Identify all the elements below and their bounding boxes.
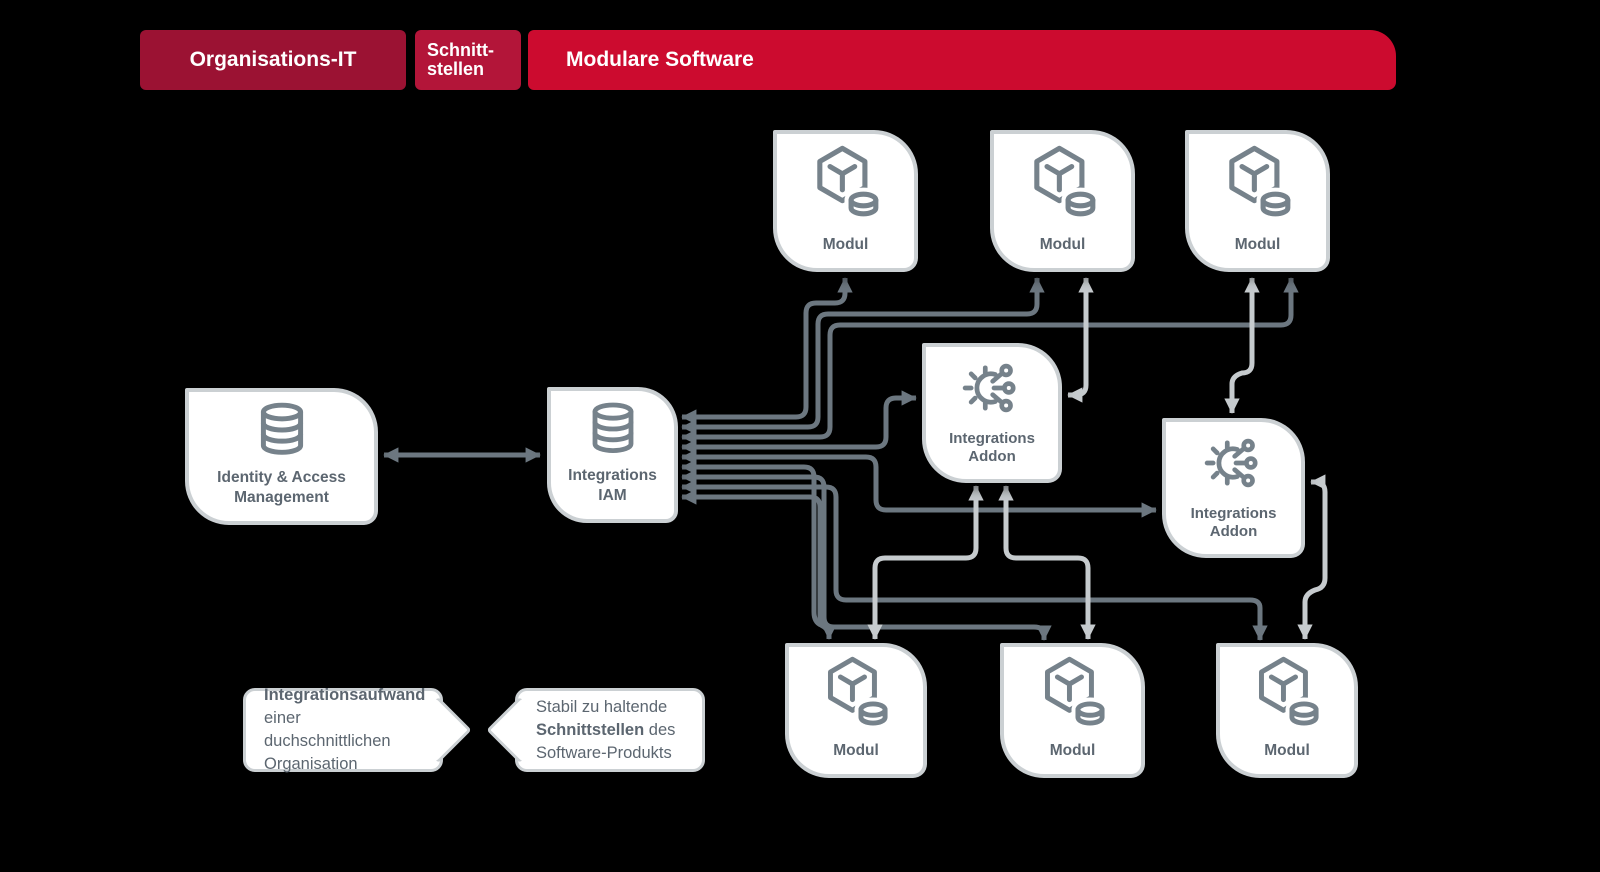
legend-line1: Integrationsaufwand xyxy=(264,686,426,704)
header-label: Organisations-IT xyxy=(189,47,357,71)
node-modul-top-3: Modul xyxy=(1185,130,1330,272)
module-icon xyxy=(994,134,1131,235)
module-icon xyxy=(789,647,923,741)
node-label-text: Modul xyxy=(1049,741,1096,759)
node-modul-bottom-1: Modul xyxy=(785,643,927,778)
node-label: Modul xyxy=(1040,235,1086,254)
node-label-text: Modul xyxy=(1039,235,1086,253)
module-icon xyxy=(777,134,914,235)
node-label: Modul xyxy=(1264,741,1310,760)
integration-icon xyxy=(926,347,1058,430)
integration-icon xyxy=(1166,422,1301,505)
legend-line1: Stabil zu haltende xyxy=(536,697,668,716)
connector-addon-right-modul-bottom-3 xyxy=(1297,474,1328,640)
node-label-text: Modul xyxy=(1234,235,1281,253)
node-label: Modul xyxy=(1235,235,1281,254)
node-label: Integrations IAM xyxy=(568,466,657,505)
header-segment-modulare-software: Modulare Software xyxy=(528,30,1396,90)
connector-addon-center-modul-bottom-1 xyxy=(867,485,984,640)
legend-line2-rest: des xyxy=(644,720,676,739)
connector-iam-modul-top-1 xyxy=(681,277,853,425)
connector-iam-modul-bottom-3 xyxy=(681,479,1268,641)
node-label: Modul xyxy=(1050,741,1096,760)
node-modul-top-1: Modul xyxy=(773,130,918,272)
database-icon xyxy=(189,392,374,468)
node-label-line1: Identity & Access xyxy=(217,469,346,487)
legend-text: Stabil zu haltende Schnittstellen des So… xyxy=(518,696,693,765)
database-icon xyxy=(551,391,674,466)
node-label-line1: Integrations xyxy=(1190,504,1277,522)
node-label-line2: Management xyxy=(234,488,329,506)
legend-line3: Organisation xyxy=(264,755,358,773)
module-icon xyxy=(1189,134,1326,235)
node-label-text: Modul xyxy=(1264,741,1310,759)
node-label: Identity & Access Management xyxy=(217,468,346,507)
node-label: Integrations Addon xyxy=(1191,505,1277,543)
connector-iam-addon-center xyxy=(681,390,917,455)
legend-line2-bold: Schnittstellen xyxy=(536,720,645,739)
node-modul-bottom-3: Modul xyxy=(1216,643,1358,778)
node-label-line2: IAM xyxy=(598,486,627,504)
node-label: Modul xyxy=(833,741,879,760)
node-label-line1: Integrations xyxy=(949,429,1035,447)
node-integrations-iam: Integrations IAM xyxy=(547,387,678,523)
connector-iam-bundle xyxy=(681,489,1034,630)
header-label: Modulare Software xyxy=(566,47,754,71)
legend-line3: Software-Produkts xyxy=(536,743,672,762)
node-integrations-addon-center: Integrations Addon xyxy=(922,343,1062,483)
node-label-line2: Addon xyxy=(968,448,1016,466)
node-label: Integrations Addon xyxy=(949,430,1035,468)
header-label: Schnitt- stellen xyxy=(427,40,494,79)
legend-text: Integrationsaufwand einer duchschnittlic… xyxy=(246,684,443,776)
node-label-line1: Integrations xyxy=(568,467,657,485)
legend-line2: einer duchschnittlichen xyxy=(264,709,391,750)
header-segment-organisations-it: Organisations-IT xyxy=(140,30,406,90)
connector-addon-right-modul-top-3 xyxy=(1224,277,1260,414)
legend-integration-effort: Integrationsaufwand einer duchschnittlic… xyxy=(243,686,472,773)
connector-addon-center-modul-top-2 xyxy=(1067,277,1094,403)
node-integrations-addon-right: Integrations Addon xyxy=(1162,418,1305,558)
node-modul-top-2: Modul xyxy=(990,130,1135,272)
module-icon xyxy=(1220,647,1354,741)
connector-iam-modul-bottom-1 xyxy=(681,459,837,640)
node-identity-access-management: Identity & Access Management xyxy=(185,388,378,525)
node-label-text: Modul xyxy=(833,741,879,759)
module-icon xyxy=(1004,647,1141,741)
node-label-line2: Addon xyxy=(1209,523,1258,541)
connector-iam-modul-bottom-2 xyxy=(681,469,1052,641)
legend-stable-interfaces: Stabil zu haltende Schnittstellen des So… xyxy=(486,688,705,772)
node-label-text: Modul xyxy=(822,235,869,253)
connector-addon-center-modul-bottom-2 xyxy=(998,485,1096,640)
header-segment-schnittstellen: Schnitt- stellen xyxy=(415,30,521,90)
node-label: Modul xyxy=(823,235,869,254)
node-modul-bottom-2: Modul xyxy=(1000,643,1145,778)
